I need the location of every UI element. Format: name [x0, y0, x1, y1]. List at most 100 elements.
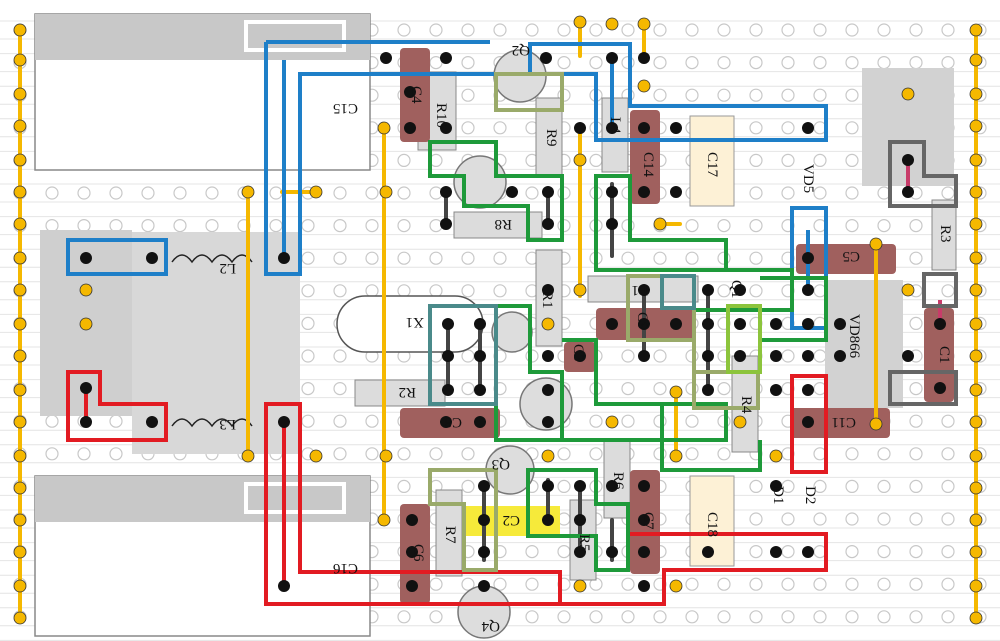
label-q2: Q2	[512, 42, 530, 58]
wire-end	[669, 385, 683, 399]
board-hole	[813, 88, 827, 102]
solder-point	[702, 318, 714, 330]
board-hole	[333, 186, 347, 200]
label-l4: L4	[607, 117, 623, 134]
board-hole	[813, 23, 827, 37]
label-r10: R10	[433, 103, 449, 128]
board-hole	[333, 447, 347, 461]
solder-point	[802, 416, 814, 428]
board-hole	[109, 447, 123, 461]
board-hole	[301, 414, 315, 428]
solder-point	[478, 546, 490, 558]
board-hole	[909, 219, 923, 233]
label-q3: Q3	[492, 456, 510, 472]
board-hole	[493, 121, 507, 135]
board-hole	[781, 186, 795, 200]
solder-point	[80, 382, 92, 394]
solder-point	[542, 480, 554, 492]
board-hole	[301, 349, 315, 363]
solder-point	[770, 384, 782, 396]
board-hole	[525, 23, 539, 37]
wire-end	[13, 579, 27, 593]
wire-end	[13, 53, 27, 67]
board-hole	[749, 479, 763, 493]
solder-point	[442, 384, 454, 396]
component-labels: C15 C16 C4 C14 C17 C6 C7 C18 C8 C9 C3 C5…	[219, 42, 953, 634]
board-hole	[877, 577, 891, 591]
board-hole	[397, 186, 411, 200]
transistor-bodies	[453, 49, 573, 639]
solder-point	[902, 350, 914, 362]
board-hole	[77, 219, 91, 233]
board-hole	[941, 186, 955, 200]
board-hole	[397, 153, 411, 167]
board-hole	[461, 447, 475, 461]
wire-end	[573, 283, 587, 297]
wire-end	[969, 481, 983, 495]
wire-end	[869, 417, 883, 431]
board-hole	[461, 349, 475, 363]
solder-point	[638, 122, 650, 134]
board-hole	[621, 577, 635, 591]
label-vd5: VD5	[800, 164, 816, 193]
board-hole	[877, 447, 891, 461]
board-hole	[749, 577, 763, 591]
board-hole	[557, 479, 571, 493]
solder-point	[406, 580, 418, 592]
solder-point	[770, 350, 782, 362]
board-hole	[749, 610, 763, 624]
board-hole	[749, 121, 763, 135]
board-hole	[685, 251, 699, 265]
board-hole	[845, 55, 859, 70]
wire-end	[13, 449, 27, 463]
board-hole	[45, 414, 59, 428]
board-hole	[781, 479, 795, 493]
board-hole	[429, 610, 443, 624]
board-hole	[717, 219, 731, 233]
board-hole	[109, 414, 123, 428]
board-hole	[45, 447, 59, 461]
board-hole	[365, 447, 379, 461]
board-hole	[621, 610, 635, 624]
board-hole	[429, 447, 443, 461]
solder-point	[278, 252, 290, 264]
board-hole	[845, 610, 859, 624]
board-hole	[909, 382, 923, 396]
label-l2: L2	[219, 260, 236, 276]
board-hole	[909, 55, 923, 70]
board-hole	[589, 55, 603, 70]
solder-point	[734, 284, 746, 296]
board-hole	[461, 23, 475, 37]
board-hole	[845, 577, 859, 591]
wire-end	[13, 283, 27, 297]
board-hole	[301, 284, 315, 298]
solder-point	[770, 480, 782, 492]
wire-end	[13, 23, 27, 37]
solder-point	[934, 382, 946, 394]
solder-point	[474, 416, 486, 428]
board-hole	[845, 153, 859, 167]
label-r8: R8	[494, 216, 512, 232]
board-hole	[333, 284, 347, 298]
board-hole	[909, 414, 923, 428]
solder-point	[606, 480, 618, 492]
board-hole	[429, 577, 443, 591]
board-hole	[717, 23, 731, 37]
board-hole	[877, 219, 891, 233]
wire-end	[733, 415, 747, 429]
label-q4: Q4	[481, 618, 500, 634]
label-c4: C4	[408, 86, 424, 104]
solder-point	[478, 514, 490, 526]
wire-end	[241, 185, 255, 199]
solder-point	[802, 252, 814, 264]
wire-end	[13, 153, 27, 167]
board-hole	[717, 382, 731, 396]
wire-end	[13, 481, 27, 495]
board-hole	[813, 186, 827, 200]
wire-end	[573, 579, 587, 593]
board-hole	[141, 186, 155, 200]
solder-point	[442, 318, 454, 330]
board-hole	[653, 23, 667, 37]
board-hole	[941, 610, 955, 624]
solder-point	[542, 416, 554, 428]
